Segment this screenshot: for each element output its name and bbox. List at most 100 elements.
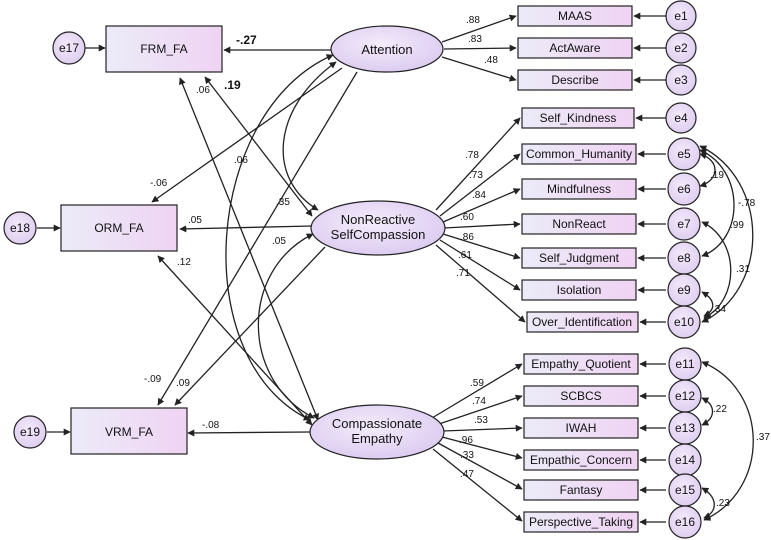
load-isolation <box>439 239 521 291</box>
coef-nrsc-frm: .19 <box>224 78 241 92</box>
box-self-kindness: Self_Kindness <box>521 107 635 129</box>
svg-text:e11: e11 <box>675 357 694 371</box>
svg-text:IWAH: IWAH <box>566 421 597 435</box>
cov-e15-e16 <box>701 487 715 519</box>
error-e9: e9 <box>667 273 701 307</box>
svg-text:.22: .22 <box>713 404 727 415</box>
error-covariances <box>699 145 754 521</box>
svg-text:e5: e5 <box>677 147 691 161</box>
svg-text:.23: .23 <box>716 498 730 509</box>
box-nonreact: NonReact <box>521 213 637 235</box>
svg-text:e14: e14 <box>675 453 695 467</box>
svg-text:.71: .71 <box>456 268 470 279</box>
box-empathy-quotient: Empathy_Quotient <box>523 353 639 375</box>
error-e17: e17 <box>52 31 86 65</box>
path-ce-vrm <box>187 429 311 437</box>
svg-text:MAAS: MAAS <box>558 9 592 23</box>
error-e15: e15 <box>668 473 702 507</box>
latent-compassionate-empathy: Compassionate Empathy <box>309 404 445 460</box>
error-e13: e13 <box>668 411 702 445</box>
svg-text:.59: .59 <box>470 378 484 389</box>
vrm-label: VRM_FA <box>105 425 153 439</box>
box-fantasy: Fantasy <box>523 479 639 501</box>
load-nonreact <box>443 220 521 229</box>
svg-text:.78: .78 <box>465 150 479 161</box>
svg-text:.88: .88 <box>466 15 480 26</box>
svg-text:Self_Judgment: Self_Judgment <box>539 251 620 265</box>
coef-att-orm: -.06 <box>150 178 168 189</box>
coef-att-nrsc: .35 <box>276 197 290 208</box>
svg-text:e6: e6 <box>677 182 691 196</box>
load-empathy-quotient <box>431 363 523 419</box>
svg-text:e12: e12 <box>675 389 695 403</box>
box-empathic-concern: Empathic_Concern <box>523 449 639 471</box>
attention-label: Attention <box>361 42 412 57</box>
svg-text:e1: e1 <box>674 9 688 23</box>
box-orm: ORM_FA <box>60 204 178 252</box>
nrsc-label-line2: SelfCompassion <box>331 227 426 242</box>
box-actaware: ActAware <box>517 37 633 59</box>
load-iwah <box>442 424 523 432</box>
load-describe <box>441 56 517 82</box>
cov-e7-e10 <box>701 221 732 319</box>
coefficient-labels: -.27 .19 .06 -.06 .05 .12 -.09 .09 -.08 … <box>144 15 770 509</box>
coef-nrsc-vrm: .09 <box>176 378 190 389</box>
load-actaware <box>443 44 517 52</box>
svg-text:e19: e19 <box>20 425 40 439</box>
cov-nrsc-ce <box>257 233 315 419</box>
ce-label-line1: Compassionate <box>332 416 422 431</box>
measurement-paths <box>431 14 526 522</box>
svg-text:.34: .34 <box>712 304 726 315</box>
latent-nonreactive-selfcompassion: NonReactive SelfCompassion <box>310 200 446 256</box>
coef-ce-frm: .06 <box>196 85 210 96</box>
svg-text:e10: e10 <box>674 315 694 329</box>
svg-text:Isolation: Isolation <box>557 283 602 297</box>
structural-paths <box>151 46 358 437</box>
svg-text:.53: .53 <box>474 415 488 426</box>
box-common-humanity: Common_Humanity <box>521 143 637 165</box>
coef-nrsc-orm: .05 <box>188 215 202 226</box>
box-isolation: Isolation <box>521 279 637 301</box>
coef-att-ce: .06 <box>234 155 248 166</box>
error-e18: e18 <box>3 211 37 245</box>
load-maas <box>441 14 517 43</box>
svg-text:e18: e18 <box>10 221 30 235</box>
load-fantasy <box>437 442 523 490</box>
box-perspective-taking: Perspective_Taking <box>523 511 639 533</box>
error-e3: e3 <box>665 64 697 96</box>
nrsc-label-line1: NonReactive <box>341 212 415 227</box>
svg-text:.19: .19 <box>710 170 724 181</box>
path-ce-frm <box>179 77 319 421</box>
svg-text:.99: .99 <box>730 220 744 231</box>
svg-text:Fantasy: Fantasy <box>560 483 603 497</box>
svg-text:e16: e16 <box>675 515 695 529</box>
load-mindfulness <box>442 188 521 223</box>
svg-text:Perspective_Taking: Perspective_Taking <box>529 515 633 529</box>
cov-e11-e16 <box>701 361 754 521</box>
error-e5: e5 <box>667 137 701 171</box>
coef-ce-vrm: -.08 <box>202 420 220 431</box>
error-e7: e7 <box>667 207 701 241</box>
svg-text:NonReact: NonReact <box>552 217 606 231</box>
svg-text:.74: .74 <box>472 396 486 407</box>
svg-text:Self_Kindness: Self_Kindness <box>540 111 617 125</box>
load-common-humanity <box>439 153 521 217</box>
svg-text:.83: .83 <box>468 34 482 45</box>
cov-attention-ce <box>225 54 334 421</box>
box-maas: MAAS <box>517 5 633 27</box>
svg-text:e3: e3 <box>674 73 688 87</box>
svg-text:e13: e13 <box>675 421 695 435</box>
box-frm: FRM_FA <box>105 25 223 73</box>
path-nrsc-frm <box>204 76 313 217</box>
error-e11: e11 <box>668 347 702 381</box>
coef-nrsc-ce: .05 <box>272 236 286 247</box>
svg-text:Common_Humanity: Common_Humanity <box>526 147 632 161</box>
path-nrsc-orm <box>179 225 313 233</box>
cov-e12-e13 <box>701 397 714 426</box>
cov-attention-nrsc <box>282 61 337 211</box>
svg-text:e2: e2 <box>674 41 688 55</box>
svg-text:.33: .33 <box>460 450 474 461</box>
error-e4: e4 <box>665 102 697 134</box>
load-scbcs <box>438 394 523 425</box>
box-describe: Describe <box>517 69 633 91</box>
